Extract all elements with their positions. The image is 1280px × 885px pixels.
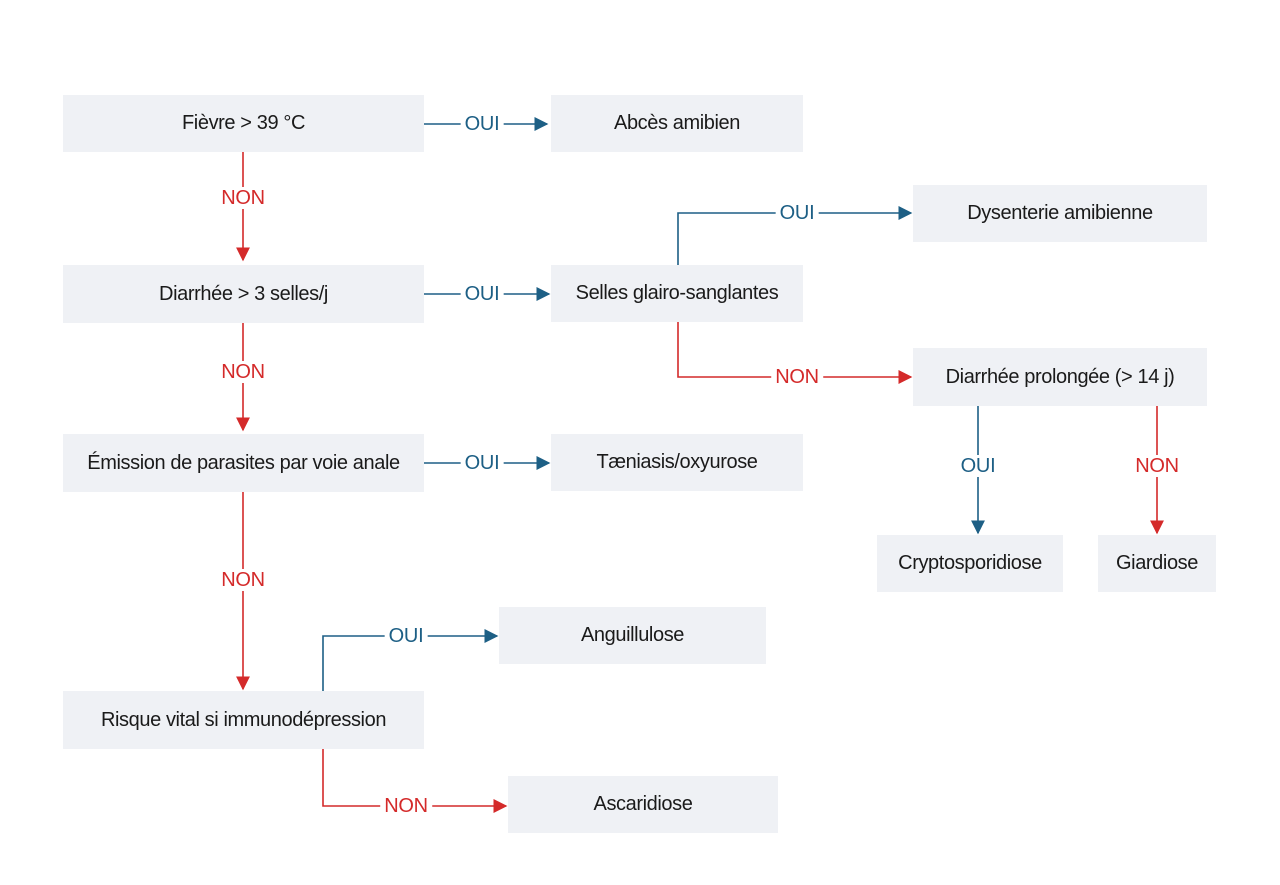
label-no-fievre: NON	[217, 187, 269, 209]
label-no-diarrhee: NON	[217, 361, 269, 383]
node-emission: Émission de parasites par voie anale	[63, 434, 424, 492]
label-yes-diarrhee: OUI	[460, 283, 504, 305]
node-diarrhee: Diarrhée > 3 selles/j	[63, 265, 424, 323]
node-risque: Risque vital si immunodépression	[63, 691, 424, 749]
node-selles: Selles glairo-sanglantes	[551, 265, 803, 322]
node-taeniasis: Tæniasis/oxyurose	[551, 434, 803, 491]
label-yes-emission: OUI	[460, 452, 504, 474]
node-fievre: Fièvre > 39 °C	[63, 95, 424, 152]
edge-risque-anguillulose	[322, 629, 499, 691]
label-yes-fievre: OUI	[460, 113, 504, 135]
node-cryptosporidiose: Cryptosporidiose	[877, 535, 1063, 592]
edge-selles-dysenterie	[677, 206, 913, 265]
node-giardiose: Giardiose	[1098, 535, 1216, 592]
node-prolongee: Diarrhée prolongée (> 14 j)	[913, 348, 1207, 406]
edge-selles-prolongee	[677, 322, 913, 384]
node-anguillulose: Anguillulose	[499, 607, 766, 664]
label-yes-prolongee: OUI	[956, 455, 1000, 477]
edge-risque-ascaridiose	[322, 749, 508, 813]
node-ascaridiose: Ascaridiose	[508, 776, 778, 833]
node-abces: Abcès amibien	[551, 95, 803, 152]
label-no-emission: NON	[217, 569, 269, 591]
node-dysenterie: Dysenterie amibienne	[913, 185, 1207, 242]
label-yes-risque: OUI	[384, 625, 428, 647]
label-yes-selles: OUI	[775, 202, 819, 224]
label-no-prolongee: NON	[1131, 455, 1183, 477]
label-no-selles: NON	[771, 366, 823, 388]
label-no-risque: NON	[380, 795, 432, 817]
